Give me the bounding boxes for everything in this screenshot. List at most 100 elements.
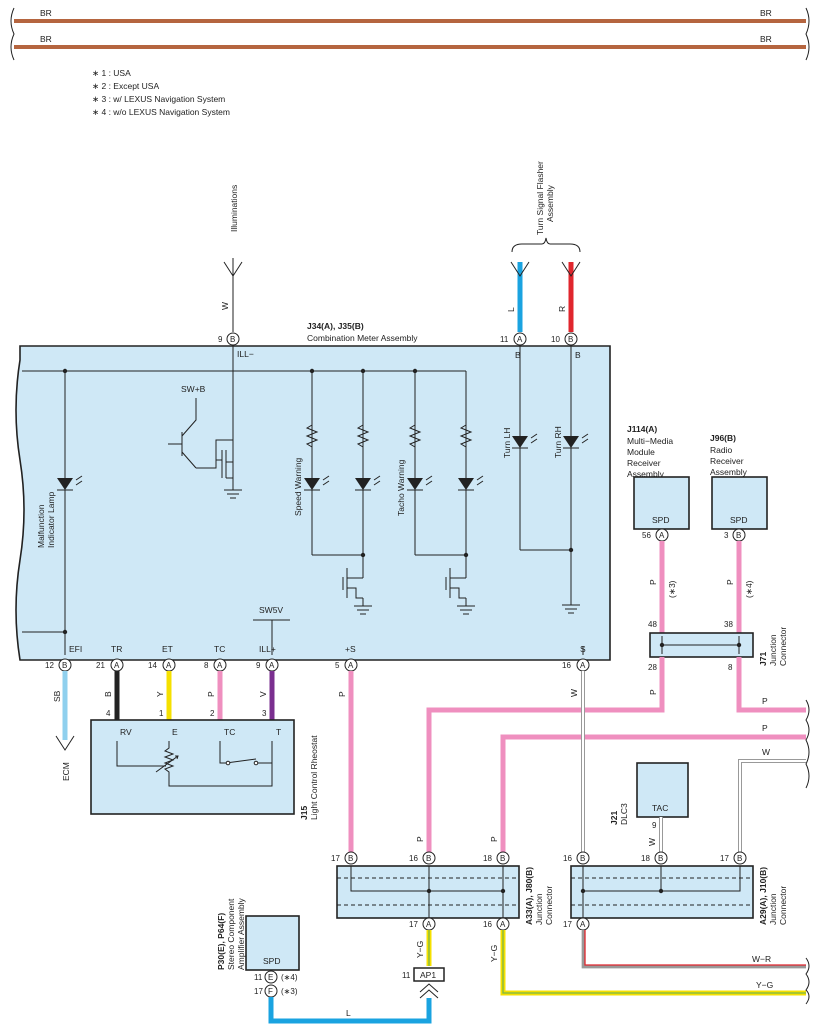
pin-tc: TC bbox=[214, 644, 225, 654]
j114-line3: Receiver bbox=[627, 458, 661, 468]
spd-label: SPD bbox=[263, 956, 280, 966]
speed-warning-label: Speed Warning bbox=[293, 457, 303, 516]
wire-color-p: P bbox=[648, 579, 658, 585]
spd-label: SPD bbox=[730, 515, 747, 525]
rheostat-id: J15 bbox=[299, 806, 309, 820]
p30-note3: (∗3) bbox=[281, 987, 298, 996]
pin-efi: EFI bbox=[69, 644, 82, 654]
conn-letter: A bbox=[500, 920, 506, 929]
light-control-rheostat: RV E TC T J15 Light Control Rheostat bbox=[90, 719, 319, 820]
pin-et: ET bbox=[162, 644, 173, 654]
pin-number: 17 bbox=[254, 987, 263, 996]
wire-color-sb: SB bbox=[52, 690, 62, 702]
conn-letter: A bbox=[517, 335, 523, 344]
wire-color-p: P bbox=[648, 689, 658, 695]
dlc-id: J21 bbox=[609, 811, 619, 825]
wire-color-l: L bbox=[506, 307, 516, 312]
mil-label-2: Indicator Lamp bbox=[46, 492, 56, 548]
dlc-name: DLC3 bbox=[619, 803, 629, 825]
j96-line3: Assembly bbox=[710, 467, 748, 477]
pin-number: 18 bbox=[641, 854, 650, 863]
wire-color-p: P bbox=[725, 579, 735, 585]
a33-id: A33(A), J80(B) bbox=[524, 867, 534, 925]
conn-letter: B bbox=[426, 854, 431, 863]
pin-number: 16 bbox=[483, 920, 492, 929]
pin-number: 16 bbox=[562, 661, 571, 670]
conn-letter: B bbox=[580, 854, 585, 863]
j71-line1: Junction bbox=[768, 634, 778, 666]
j114-line1: Multi−Media bbox=[627, 436, 673, 446]
turn-signal-wires: Turn Signal Flasher Assembly L R bbox=[506, 161, 581, 332]
pin-number: 8 bbox=[204, 661, 209, 670]
meter-name: Combination Meter Assembly bbox=[307, 333, 418, 343]
ill-minus-label: ILL− bbox=[237, 349, 254, 359]
wire-color-w: W bbox=[220, 302, 230, 310]
conn-letter: B bbox=[230, 335, 235, 344]
br-label: BR bbox=[760, 8, 772, 18]
ap1-label: AP1 bbox=[420, 970, 436, 980]
combination-meter-assembly: J34(A), J35(B) Combination Meter Assembl… bbox=[15, 321, 611, 672]
illuminations-label: Illuminations bbox=[229, 185, 239, 232]
wire-color-wr: W−R bbox=[752, 954, 771, 964]
j114-id: J114(A) bbox=[627, 424, 657, 434]
j96-note: (∗4) bbox=[744, 580, 754, 598]
rv-label: RV bbox=[120, 727, 132, 737]
rheostat-wires: SB ECM B Y P V 4 1 2 3 bbox=[52, 671, 275, 781]
illuminations-wire: Illuminations W bbox=[220, 185, 243, 332]
br-label: BR bbox=[40, 8, 52, 18]
pin-number: 48 bbox=[648, 620, 657, 629]
pin-ill-plus: ILL+ bbox=[259, 644, 276, 654]
pin-number: 38 bbox=[724, 620, 733, 629]
conn-letter: B bbox=[737, 854, 742, 863]
a33-junction-connector: B 17 B 16 B 18 A 17 A 16 A33(A), J80(B) … bbox=[331, 851, 554, 931]
note-4: ∗ 4 : w/o LEXUS Navigation System bbox=[92, 107, 230, 117]
conn-letter: B bbox=[736, 531, 741, 540]
turn-signal-label-1: Turn Signal Flasher bbox=[535, 161, 545, 235]
note-2: ∗ 2 : Except USA bbox=[92, 81, 159, 91]
conn-letter: A bbox=[348, 661, 354, 670]
pin-number: 17 bbox=[720, 854, 729, 863]
tc-label: TC bbox=[224, 727, 235, 737]
j114-multimedia-module: J114(A) Multi−Media Module Receiver Asse… bbox=[627, 424, 690, 633]
wire-color-p: P bbox=[206, 691, 216, 697]
conn-letter: A bbox=[659, 531, 665, 540]
pin-number: 16 bbox=[563, 854, 572, 863]
pin-number: 14 bbox=[148, 661, 157, 670]
j71-id: J71 bbox=[758, 652, 768, 666]
pin-plus-s: +S bbox=[345, 644, 356, 654]
conn-letter: F bbox=[268, 987, 273, 996]
conn-letter: B bbox=[348, 854, 353, 863]
conn-letter: A bbox=[217, 661, 223, 670]
wire-color-p: P bbox=[337, 691, 347, 697]
pin-number: 9 bbox=[256, 661, 261, 670]
wire-color-p: P bbox=[762, 723, 768, 733]
a29-line2: Connector bbox=[778, 886, 788, 925]
conn-letter: A bbox=[166, 661, 172, 670]
bottom-wires: W−R Y−G Y−G Y−G bbox=[415, 930, 810, 1005]
a29-junction-connector: B 16 B 18 B 17 A 17 A29(A), J10(B) Junct… bbox=[563, 851, 788, 931]
pin-s: S bbox=[580, 644, 586, 654]
wire-color-w: W bbox=[647, 838, 657, 846]
ap1-connector: AP1 11 bbox=[402, 967, 445, 999]
pin-number: 12 bbox=[45, 661, 54, 670]
br-label: BR bbox=[760, 34, 772, 44]
pin-number: 3 bbox=[724, 531, 729, 540]
wire-color-p: P bbox=[489, 836, 499, 842]
j96-radio-receiver: J96(B) Radio Receiver Assembly SPD B 3 P… bbox=[710, 433, 768, 633]
pin-number: 16 bbox=[409, 854, 418, 863]
wire-color-w: W bbox=[762, 747, 770, 757]
wire-color-yg: Y−G bbox=[489, 945, 499, 962]
p30-note4: (∗4) bbox=[281, 973, 298, 982]
pin-number: 11 bbox=[254, 973, 263, 982]
pin-number: 3 bbox=[262, 709, 267, 718]
pin-number: 18 bbox=[483, 854, 492, 863]
p30-stereo-amplifier: SPD P30(E), P64(F) Stereo Component Ampl… bbox=[216, 897, 432, 1024]
j114-note: (∗3) bbox=[667, 580, 677, 598]
wire-color-l: L bbox=[346, 1008, 351, 1018]
pin-number: 21 bbox=[96, 661, 105, 670]
conn-letter: A bbox=[269, 661, 275, 670]
j21-dlc3: TAC J21 DLC3 9 W bbox=[609, 762, 689, 852]
t-label: T bbox=[276, 727, 281, 737]
note-3: ∗ 3 : w/ LEXUS Navigation System bbox=[92, 94, 225, 104]
pin-number: 1 bbox=[159, 709, 164, 718]
